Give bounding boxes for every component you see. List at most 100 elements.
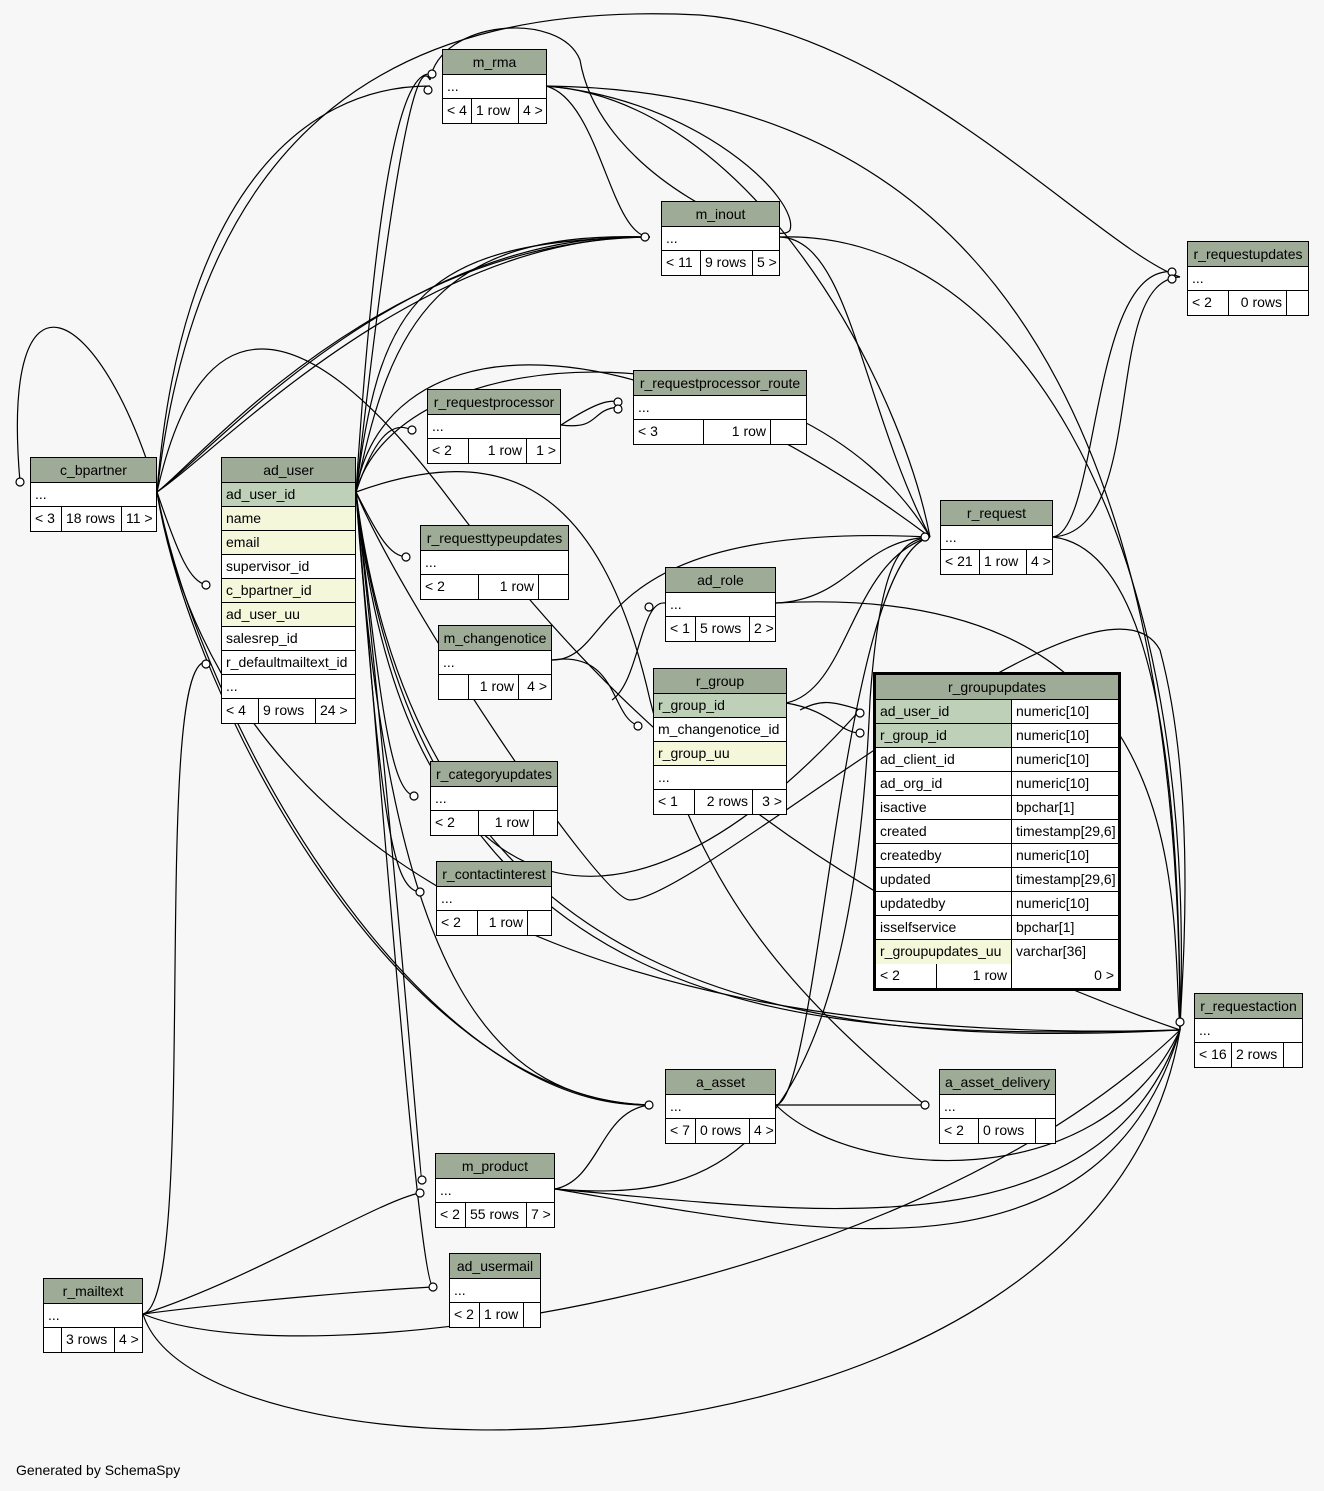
children-count (770, 420, 806, 444)
table-r-mailtext[interactable]: r_mailtext ... 3 rows 4 > (43, 1278, 143, 1353)
column-ellipsis: ... (48, 1307, 60, 1323)
column-name-cell: isactive (880, 799, 927, 815)
column-ellipsis: ... (443, 654, 455, 670)
parents-count (439, 675, 468, 699)
table-row: updatedby numeric[10] (876, 892, 1118, 916)
table-title: a_asset_delivery (940, 1070, 1055, 1095)
table-r-requestaction[interactable]: r_requestaction ... < 16 2 rows (1194, 993, 1303, 1068)
table-r-group[interactable]: r_group r_group_id m_changenotice_id r_g… (653, 668, 787, 815)
column-name-cell: created (880, 823, 927, 839)
children-count: 5 > (752, 251, 779, 275)
generated-by-label: Generated by SchemaSpy (16, 1462, 181, 1478)
table-a-asset-delivery[interactable]: a_asset_delivery ... < 2 0 rows (939, 1069, 1056, 1144)
table-ad-user[interactable]: ad_user ad_user_id name email supervisor… (221, 457, 356, 724)
children-count (1283, 1043, 1302, 1067)
column-name-cell: ad_client_id (880, 751, 955, 767)
parents-count: < 11 (666, 254, 693, 270)
row-count: 55 rows (465, 1203, 526, 1227)
children-count: 4 > (1026, 550, 1052, 574)
table-m-changenotice[interactable]: m_changenotice ... 1 row 4 > (438, 625, 552, 700)
column-ellipsis: ... (226, 678, 238, 694)
column-type-cell: numeric[10] (1011, 724, 1118, 747)
table-r-categoryupdates[interactable]: r_categoryupdates ... < 2 1 row (430, 761, 558, 836)
parents-count: < 1 (670, 620, 690, 636)
column-name-cell: updated (880, 871, 931, 887)
column-supervisor-id: supervisor_id (226, 558, 310, 574)
row-count: 0 rows (695, 1119, 749, 1143)
table-m-rma[interactable]: m_rma ... < 4 1 row 4 > (442, 49, 547, 124)
row-count: 1 row (979, 550, 1026, 574)
row-count: 1 row (478, 575, 538, 599)
column-type-cell: bpchar[1] (1011, 796, 1118, 819)
table-ad-usermail[interactable]: ad_usermail ... < 2 1 row (449, 1253, 541, 1328)
table-title: r_requestaction (1195, 994, 1302, 1019)
row-count: 1 row (703, 420, 770, 444)
column-name-cell: ad_org_id (880, 775, 943, 791)
table-title: r_requestprocessor (428, 390, 560, 415)
children-count (533, 811, 557, 835)
parents-count: < 4 (447, 102, 467, 118)
column-name-cell: isselfservice (880, 919, 957, 935)
column-name-cell: r_group_id (876, 724, 1011, 747)
children-count: 4 > (518, 675, 551, 699)
row-count: 1 row (468, 439, 526, 463)
row-count: 0 rows (978, 1119, 1035, 1143)
parents-count: < 2 (441, 914, 461, 930)
row-count: 18 rows (61, 507, 121, 531)
column-ellipsis: ... (945, 529, 957, 545)
table-c-bpartner[interactable]: c_bpartner ... < 3 18 rows 11 > (30, 457, 157, 532)
parents-count: < 2 (944, 1122, 964, 1138)
children-count: 24 > (315, 699, 355, 723)
column-name-cell: ad_user_id (876, 700, 1011, 723)
row-count: 5 rows (695, 617, 749, 641)
row-count: 0 rows (1228, 291, 1286, 315)
table-r-request[interactable]: r_request ... < 21 1 row 4 > (940, 500, 1053, 575)
table-m-product[interactable]: m_product ... < 2 55 rows 7 > (435, 1153, 555, 1228)
table-ad-role[interactable]: ad_role ... < 1 5 rows 2 > (665, 567, 776, 642)
column-c-bpartner-id: c_bpartner_id (226, 582, 312, 598)
parents-count: < 2 (425, 578, 445, 594)
column-ellipsis: ... (670, 1098, 682, 1114)
table-title: r_mailtext (44, 1279, 142, 1304)
parents-count: < 3 (35, 510, 55, 526)
column-type-cell: numeric[10] (1011, 748, 1118, 771)
column-ellipsis: ... (666, 230, 678, 246)
table-r-requesttypeupdates[interactable]: r_requesttypeupdates ... < 2 1 row (420, 525, 569, 600)
column-name-cell: createdby (880, 847, 942, 863)
table-row: isactive bpchar[1] (876, 796, 1118, 820)
children-count: 7 > (526, 1203, 554, 1227)
table-a-asset[interactable]: a_asset ... < 7 0 rows 4 > (665, 1069, 776, 1144)
column-name-cell: updatedby (880, 895, 946, 911)
table-row: ad_client_id numeric[10] (876, 748, 1118, 772)
column-type-cell: varchar[36] (1011, 940, 1118, 964)
table-r-requestprocessor-route[interactable]: r_requestprocessor_route ... < 3 1 row (633, 370, 807, 445)
children-count: 1 > (526, 439, 560, 463)
table-r-requestupdates[interactable]: r_requestupdates ... < 2 0 rows (1187, 241, 1309, 316)
column-type-cell: numeric[10] (1011, 892, 1118, 915)
table-title: r_requestupdates (1188, 242, 1308, 267)
column-ellipsis: ... (658, 769, 670, 785)
children-count (523, 1303, 540, 1327)
row-count: 9 rows (258, 699, 315, 723)
column-ellipsis: ... (35, 486, 47, 502)
table-title: r_contactinterest (437, 862, 551, 887)
parents-count: < 2 (440, 1206, 460, 1222)
column-ellipsis: ... (1192, 270, 1204, 286)
table-title: c_bpartner (31, 458, 156, 483)
table-title: r_requestprocessor_route (634, 371, 806, 396)
table-r-requestprocessor[interactable]: r_requestprocessor ... < 2 1 row 1 > (427, 389, 561, 464)
column-ellipsis: ... (432, 418, 444, 434)
children-count (527, 911, 551, 935)
table-m-inout[interactable]: m_inout ... < 11 9 rows 5 > (661, 201, 780, 276)
table-r-contactinterest[interactable]: r_contactinterest ... < 2 1 row (436, 861, 552, 936)
children-count (538, 575, 568, 599)
row-count: 1 row (936, 964, 1011, 988)
column-ellipsis: ... (441, 890, 453, 906)
parents-count (44, 1328, 61, 1352)
table-title: r_request (941, 501, 1052, 526)
